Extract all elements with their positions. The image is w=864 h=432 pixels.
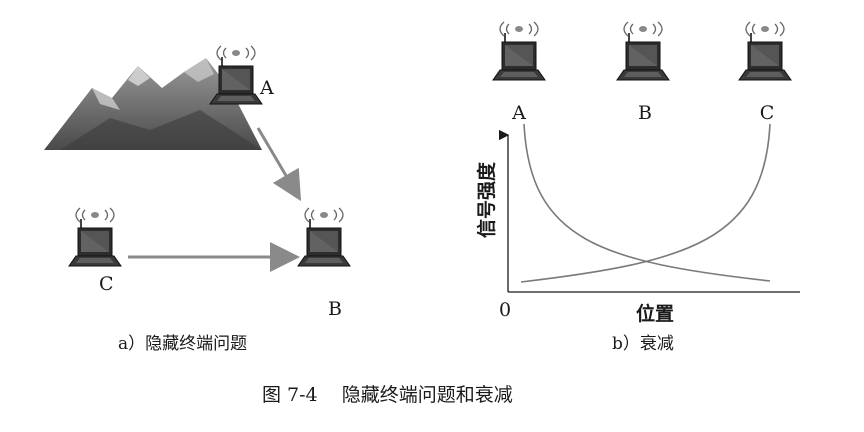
mountain-obstacle [44,58,262,150]
x-axis-label: 位置 [636,302,674,325]
laptop-icon [616,21,670,81]
station-c-label: C [760,102,775,124]
panel-b-fading: A B C 信号强度 0 位置 b）衰减 [475,21,800,354]
station-b-label: B [638,102,652,124]
laptop-icon [738,21,792,81]
figure-caption: 图 7-4 隐藏终端问题和衰减 [262,384,513,406]
station-c-label: C [99,273,114,295]
panel-a-hidden-terminal: A C B a）隐藏终端问题 [44,45,351,354]
station-a-label: A [511,102,526,124]
panel-a-caption: a）隐藏终端问题 [118,334,247,354]
station-b-label: B [328,298,342,320]
panel-b-caption: b）衰减 [612,334,674,354]
laptop-icon [68,207,122,267]
laptop-icon [492,21,546,81]
station-a-label: A [259,77,274,99]
laptop-icon [297,207,351,267]
signal-curve-from-c [520,123,771,283]
signal-arrow-a-to-b [256,127,302,202]
signal-curve-from-a [523,123,771,282]
origin-label: 0 [499,299,511,321]
y-axis-label: 信号强度 [475,161,498,238]
